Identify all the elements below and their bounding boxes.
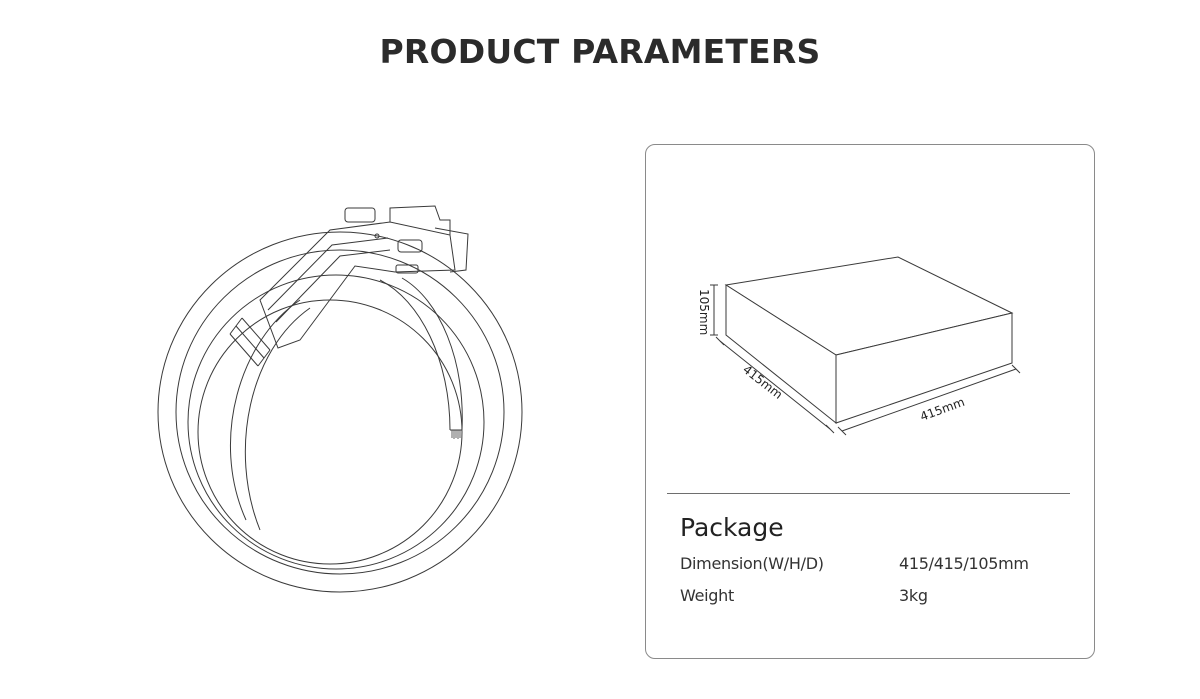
spec-label: Dimension(W/H/D) [680,554,824,573]
package-spec-card: 105mm 415mm 415mm Package Dimension(W/H/… [645,144,1095,659]
section-divider [667,493,1070,494]
spec-row-weight: Weight 3kg [680,584,1080,608]
spec-value: 3kg [899,586,928,605]
ev-charging-cable-illustration [157,205,523,593]
package-box-illustration: 105mm 415mm 415mm [697,256,1021,436]
box-height-label: 105mm [697,289,711,335]
spec-row-dimension: Dimension(W/H/D) 415/415/105mm [680,552,1080,576]
page-title: PRODUCT PARAMETERS [379,32,821,71]
spec-label: Weight [680,586,734,605]
package-section-title: Package [680,513,784,542]
spec-value: 415/415/105mm [899,554,1029,573]
box-width-label: 415mm [918,395,966,424]
